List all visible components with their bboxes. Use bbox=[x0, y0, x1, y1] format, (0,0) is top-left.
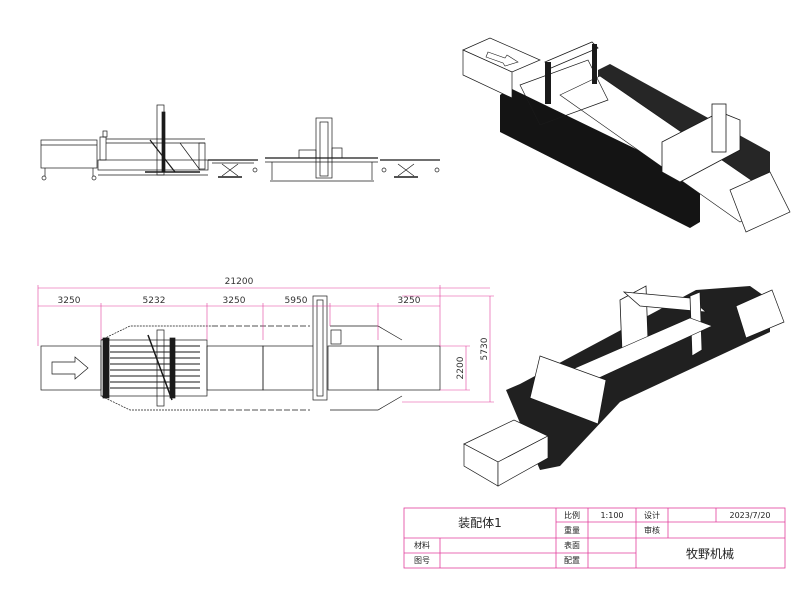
end-elevation-view bbox=[265, 117, 440, 182]
surface-label: 表面 bbox=[564, 540, 580, 550]
dim-overall-width: 5730 bbox=[480, 337, 490, 360]
plan-dimensions bbox=[37, 285, 494, 403]
dim-segment-5: 3250 bbox=[398, 296, 421, 306]
feed-direction-arrow bbox=[51, 356, 89, 380]
plan-view bbox=[40, 295, 441, 411]
isometric-view-rear bbox=[463, 285, 785, 487]
scale-value: 1:100 bbox=[600, 511, 623, 520]
dim-segment-1: 3250 bbox=[58, 296, 81, 306]
weight-label: 重量 bbox=[564, 525, 580, 535]
review-label: 审核 bbox=[644, 525, 660, 535]
drawing-no-label: 图号 bbox=[414, 556, 430, 565]
config-label: 配置 bbox=[564, 556, 580, 565]
isometric-view-front bbox=[462, 37, 791, 233]
drawing-date: 2023/7/20 bbox=[729, 511, 770, 520]
dim-segment-4: 5950 bbox=[285, 296, 308, 306]
design-label: 设计 bbox=[644, 510, 660, 520]
dim-segment-3: 3250 bbox=[223, 296, 246, 306]
dim-overall-length: 21200 bbox=[225, 277, 254, 287]
dim-segment-2: 5232 bbox=[143, 296, 166, 306]
dim-inner-width: 2200 bbox=[456, 356, 466, 379]
assembly-name: 装配体1 bbox=[458, 516, 502, 530]
title-block bbox=[403, 507, 786, 569]
side-elevation-view bbox=[40, 104, 258, 181]
material-label: 材料 bbox=[414, 540, 430, 550]
company-name: 牧野机械 bbox=[686, 546, 734, 561]
scale-label: 比例 bbox=[564, 510, 580, 520]
